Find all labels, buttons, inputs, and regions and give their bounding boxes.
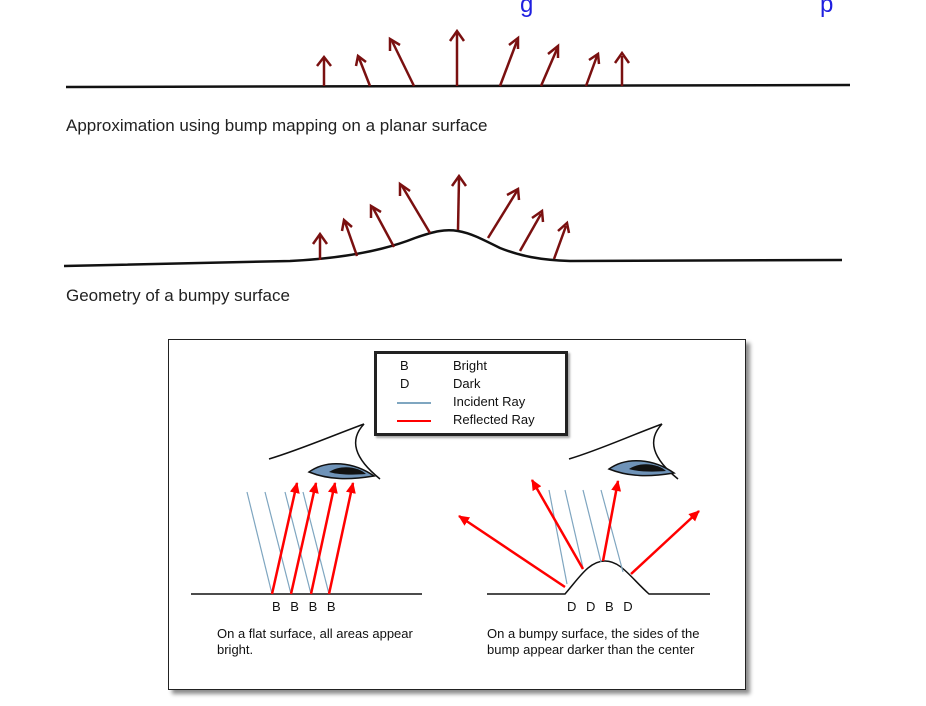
flat-surface-description: On a flat surface, all areas appear brig… bbox=[217, 626, 413, 657]
legend: B Bright D Dark Incident Ray Reflected R… bbox=[374, 351, 568, 436]
legend-label: Incident Ray bbox=[453, 394, 526, 409]
bumpy-surface-description: On a bumpy surface, the sides of the bum… bbox=[487, 626, 700, 657]
surface-normals-diagram bbox=[63, 28, 851, 268]
normal-arrow bbox=[398, 181, 432, 234]
normal-arrow bbox=[584, 51, 601, 87]
legend-label: Reflected Ray bbox=[453, 412, 535, 427]
bumpy-reflected-rays bbox=[458, 479, 700, 589]
reflection-illustration-panel: B Bright D Dark Incident Ray Reflected R… bbox=[168, 339, 746, 690]
legend-entry-bright: B Bright bbox=[377, 358, 567, 376]
header-fragment-right: p bbox=[820, 0, 834, 18]
geometry-caption: Geometry of a bumpy surface bbox=[66, 286, 290, 305]
bumpy-brightness-letters: D D B D bbox=[567, 599, 633, 614]
normal-arrow bbox=[354, 53, 372, 87]
normal-arrow bbox=[340, 217, 359, 257]
legend-entry-reflected-ray: Reflected Ray bbox=[377, 412, 567, 430]
left-eye-icon bbox=[268, 423, 381, 480]
normal-arrow bbox=[369, 203, 396, 248]
legend-key: D bbox=[400, 376, 410, 391]
right-eye-icon bbox=[568, 423, 679, 480]
normal-arrow bbox=[539, 43, 560, 87]
bump-mapped-normals bbox=[316, 28, 631, 87]
normal-arrow bbox=[613, 50, 631, 86]
bump-mapping-caption: Approximation using bump mapping on a pl… bbox=[66, 116, 488, 135]
normal-arrow bbox=[486, 186, 521, 239]
reflected-ray-swatch bbox=[397, 420, 431, 422]
reflection-diagram bbox=[191, 423, 710, 595]
normal-arrow bbox=[388, 36, 416, 87]
bumpy-surface-line bbox=[63, 229, 843, 268]
flat-brightness-letters: B B B B bbox=[272, 599, 336, 614]
flat-reflected-rays bbox=[270, 482, 356, 595]
header-fragment-left: g bbox=[520, 0, 534, 18]
bumpy-incident-rays bbox=[548, 489, 624, 585]
normal-arrow bbox=[552, 220, 571, 260]
normal-arrow bbox=[498, 35, 520, 87]
bumpy-surface-line bbox=[487, 560, 710, 595]
normal-arrow bbox=[448, 28, 466, 86]
geometric-normals bbox=[311, 173, 571, 260]
normal-arrow bbox=[450, 173, 468, 231]
legend-label: Bright bbox=[453, 358, 487, 373]
normal-arrow bbox=[316, 54, 332, 86]
flat-incident-rays bbox=[246, 491, 330, 595]
legend-entry-dark: D Dark bbox=[377, 376, 567, 394]
normal-arrow bbox=[311, 231, 329, 260]
legend-label: Dark bbox=[453, 376, 481, 391]
incident-ray-swatch bbox=[397, 402, 431, 404]
legend-key: B bbox=[400, 358, 409, 373]
legend-entry-incident-ray: Incident Ray bbox=[377, 394, 567, 412]
normal-arrow bbox=[518, 208, 545, 252]
